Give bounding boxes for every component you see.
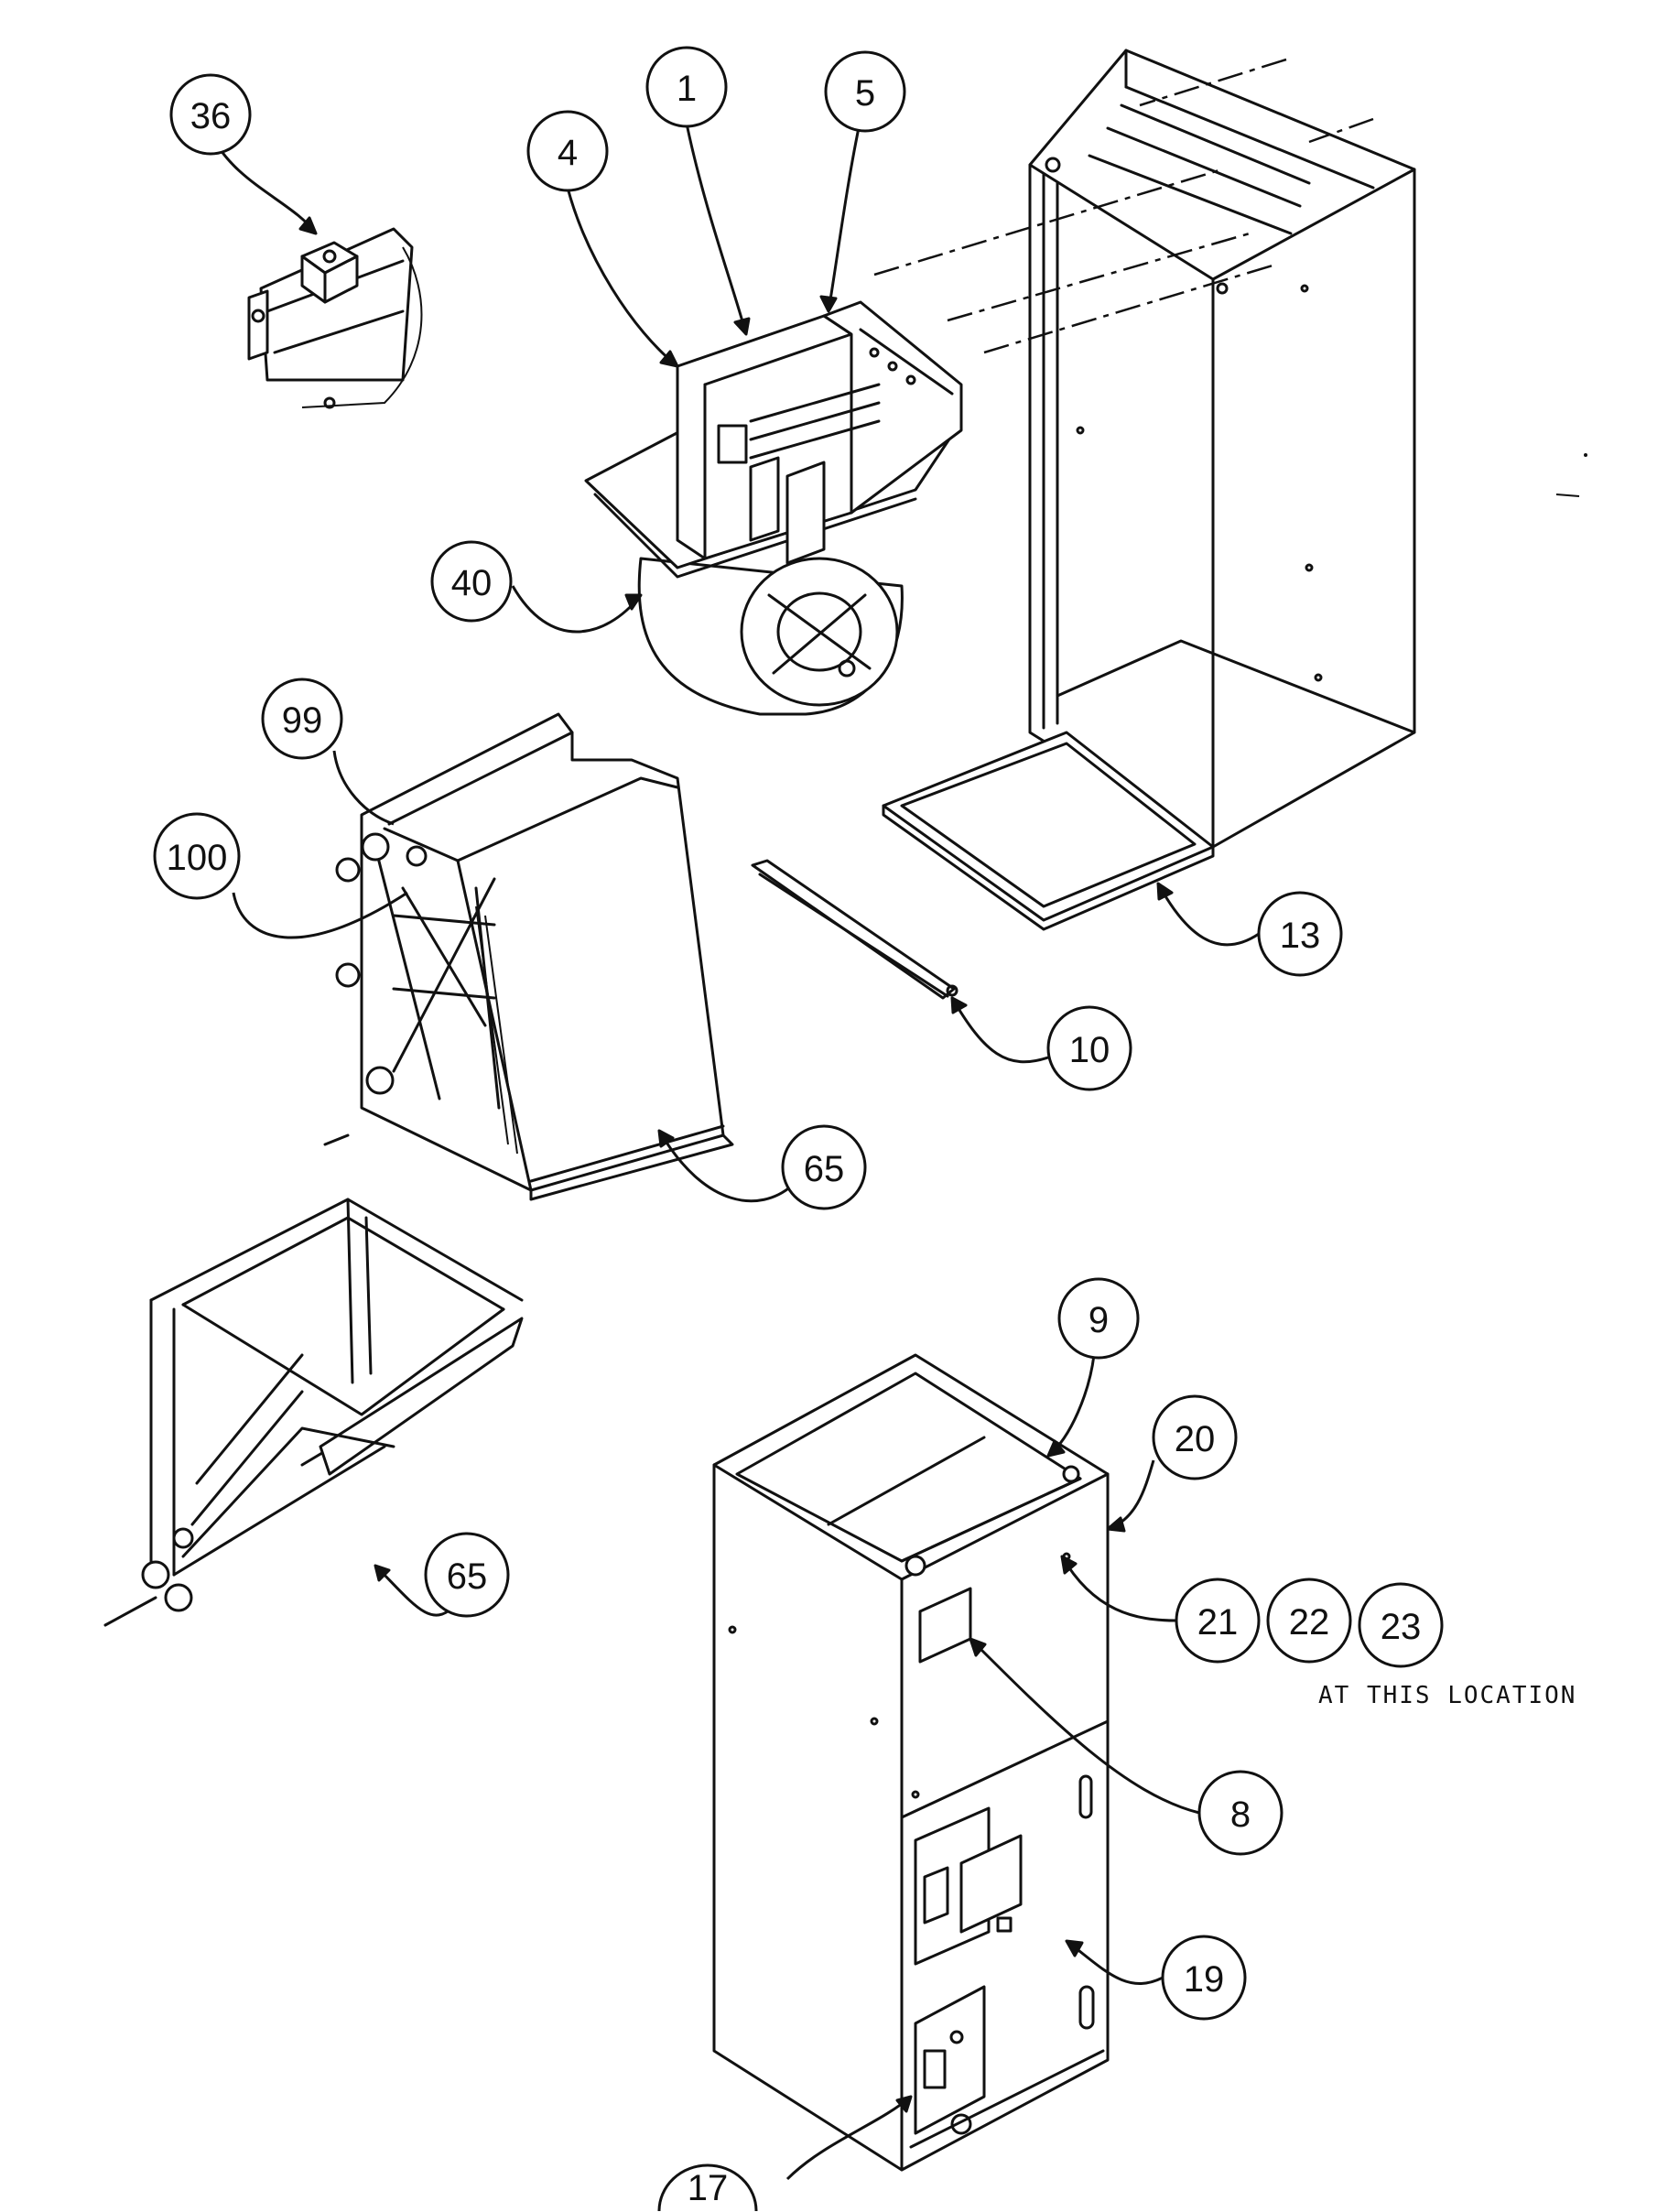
callout-22: 22 <box>1266 1578 1352 1664</box>
location-note: AT THIS LOCATION <box>1318 1682 1576 1709</box>
part-cabinet-13 <box>873 49 1416 931</box>
svg-text:100: 100 <box>167 838 228 878</box>
svg-text:19: 19 <box>1184 1959 1225 2000</box>
callout-36: 36 <box>169 73 252 156</box>
part-bracket-36 <box>247 227 423 409</box>
callout-40: 40 <box>430 540 513 623</box>
callout-23: 23 <box>1358 1582 1444 1668</box>
callout-4: 4 <box>526 110 609 192</box>
svg-text:17: 17 <box>688 2168 729 2208</box>
leader-lines <box>209 118 1260 2181</box>
part-coil-lower <box>103 1198 524 1627</box>
svg-text:21: 21 <box>1197 1602 1239 1643</box>
callout-20: 20 <box>1152 1394 1238 1480</box>
svg-text:9: 9 <box>1089 1300 1109 1340</box>
svg-text:65: 65 <box>447 1556 488 1597</box>
callout-8: 8 <box>1197 1770 1283 1856</box>
part-coil-upper <box>323 712 734 1201</box>
svg-text:20: 20 <box>1175 1419 1216 1459</box>
svg-text:36: 36 <box>190 96 232 136</box>
callout-17: 17 <box>657 2163 758 2212</box>
svg-text:1: 1 <box>677 69 697 109</box>
stray-mark <box>1584 453 1587 457</box>
leader-arrowheads <box>298 216 1174 2113</box>
stray-mark <box>1555 493 1580 497</box>
callout-65-lower: 65 <box>424 1532 510 1618</box>
callout-99: 99 <box>261 678 343 760</box>
callout-21: 21 <box>1175 1578 1261 1664</box>
callout-13: 13 <box>1257 891 1343 977</box>
svg-text:13: 13 <box>1280 916 1321 956</box>
svg-text:10: 10 <box>1069 1030 1110 1070</box>
svg-text:99: 99 <box>282 700 323 741</box>
callout-100: 100 <box>153 812 241 900</box>
part-rail-10 <box>751 859 959 1000</box>
callout-65-upper: 65 <box>781 1124 867 1210</box>
callout-5: 5 <box>824 50 906 133</box>
svg-text:8: 8 <box>1230 1795 1251 1835</box>
callout-10: 10 <box>1046 1005 1132 1091</box>
svg-text:22: 22 <box>1289 1602 1330 1643</box>
part-assembled-unit <box>712 1353 1110 2172</box>
callout-1: 1 <box>645 46 728 128</box>
part-blower-assembly <box>584 300 963 716</box>
callout-19: 19 <box>1161 1935 1247 2021</box>
svg-text:5: 5 <box>855 73 875 114</box>
svg-text:40: 40 <box>451 563 493 603</box>
callout-9: 9 <box>1057 1277 1140 1360</box>
svg-text:65: 65 <box>804 1149 845 1189</box>
svg-text:23: 23 <box>1381 1607 1422 1647</box>
svg-text:4: 4 <box>558 133 578 173</box>
